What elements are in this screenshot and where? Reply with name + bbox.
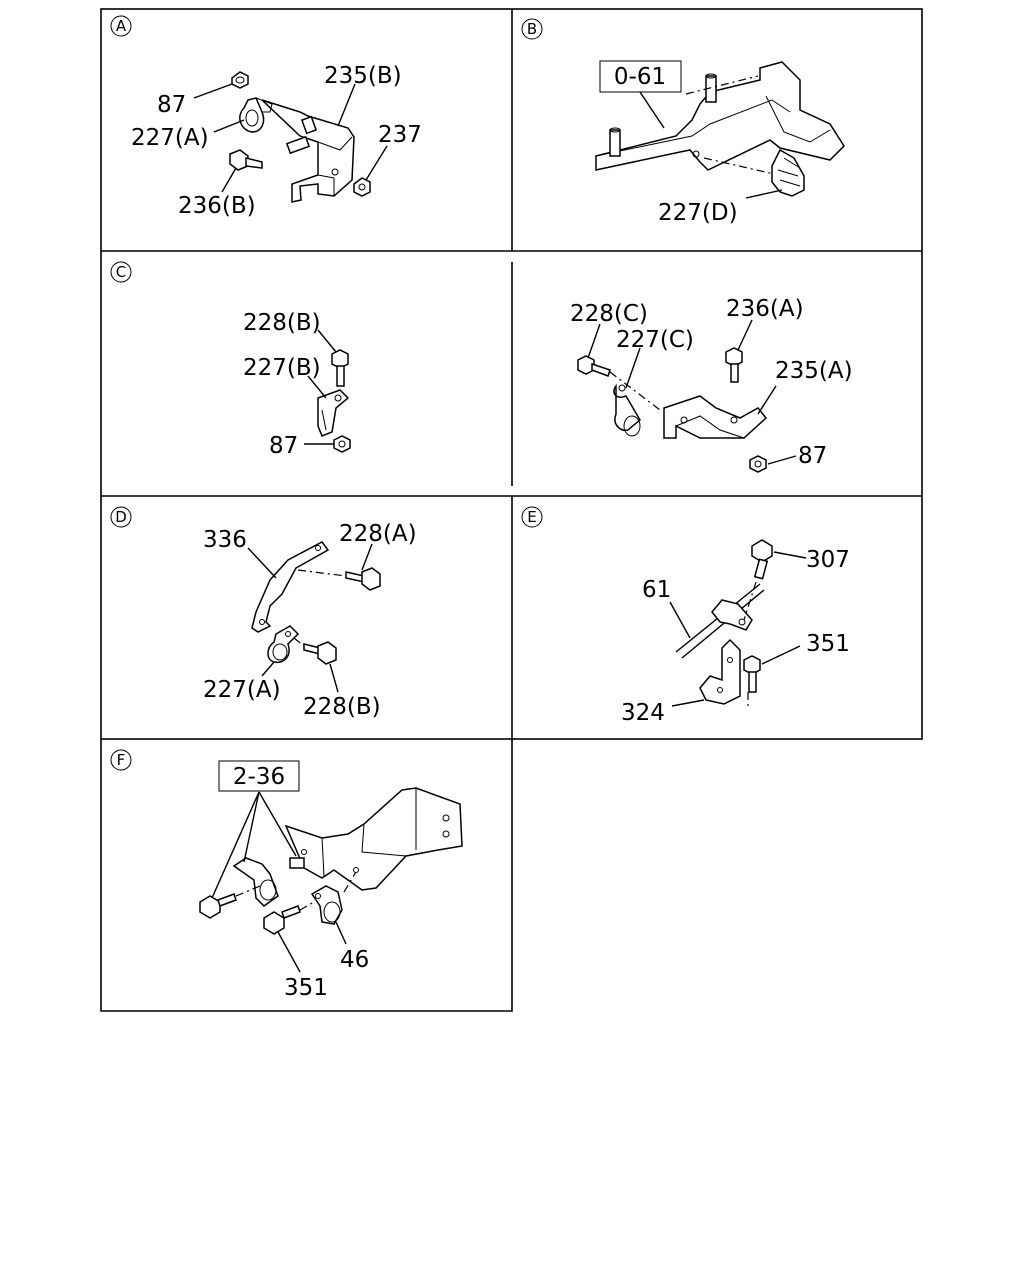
bracket-drawing bbox=[251, 541, 330, 633]
frame-bracket-drawing bbox=[595, 61, 845, 171]
callout-324: 324 bbox=[621, 700, 665, 726]
panel-a: A bbox=[110, 15, 422, 219]
callout-237: 237 bbox=[378, 122, 422, 148]
clamp-drawing bbox=[711, 599, 753, 631]
panel-c: C 228(B) 227(B) 87 bbox=[110, 261, 351, 459]
bolt-drawing bbox=[345, 567, 381, 591]
nut-drawing-2 bbox=[353, 177, 371, 197]
panel-marker-e: E bbox=[527, 508, 536, 526]
ref-box-label: 2-36 bbox=[233, 764, 285, 790]
bolt-drawing bbox=[331, 349, 349, 387]
clip-drawing bbox=[239, 97, 273, 133]
panel-marker-circle bbox=[110, 261, 132, 283]
callout-236a: 236(A) bbox=[726, 296, 804, 322]
callout-87: 87 bbox=[269, 433, 298, 459]
bolt-drawing bbox=[199, 893, 237, 919]
panel-marker-c: C bbox=[116, 263, 126, 281]
callout-235b: 235(B) bbox=[324, 63, 402, 89]
panel-marker-a: A bbox=[116, 17, 127, 35]
callout-87: 87 bbox=[157, 92, 186, 118]
bracket-drawing bbox=[699, 638, 741, 705]
callout-351: 351 bbox=[284, 975, 328, 1001]
panel-marker-circle bbox=[110, 15, 132, 37]
clip-drawing bbox=[771, 148, 805, 197]
bolt-drawing bbox=[229, 149, 263, 171]
panel-b: B 0-61 227(D) bbox=[521, 18, 845, 226]
nut-drawing bbox=[749, 455, 767, 473]
panel-marker-circle bbox=[521, 506, 543, 528]
bracket-drawing bbox=[261, 99, 355, 203]
panel-marker-circle bbox=[110, 749, 132, 771]
callout-227b: 227(B) bbox=[243, 355, 321, 381]
panel-d: D 336 228(A) 227(A) 228(B) bbox=[110, 506, 417, 720]
clip-drawing bbox=[267, 625, 300, 664]
callout-227c: 227(C) bbox=[616, 327, 694, 353]
callout-227d: 227(D) bbox=[658, 200, 738, 226]
callout-228b: 228(B) bbox=[243, 310, 321, 336]
panel-f: F 2-36 bbox=[110, 749, 463, 1001]
clip-drawing-2 bbox=[310, 885, 343, 925]
bolt-drawing-2 bbox=[303, 641, 337, 665]
panel-e: E 307 61 351 324 bbox=[521, 506, 850, 726]
callout-227a: 227(A) bbox=[203, 677, 281, 703]
nut-drawing bbox=[333, 435, 351, 453]
callout-236b: 236(B) bbox=[178, 193, 256, 219]
callout-61: 61 bbox=[642, 577, 671, 603]
callout-228a: 228(A) bbox=[339, 521, 417, 547]
clip-drawing bbox=[317, 389, 350, 437]
callout-307: 307 bbox=[806, 547, 850, 573]
bracket-drawing bbox=[284, 787, 463, 891]
bolt-drawing-2 bbox=[743, 655, 761, 693]
panel-grid bbox=[100, 8, 923, 1012]
panel-marker-circle bbox=[521, 18, 543, 40]
callout-227a: 227(A) bbox=[131, 125, 209, 151]
callout-87: 87 bbox=[798, 443, 827, 469]
ref-box bbox=[218, 760, 300, 792]
callout-228c: 228(C) bbox=[570, 301, 648, 327]
bolt-drawing bbox=[751, 539, 773, 580]
callout-235a: 235(A) bbox=[775, 358, 853, 384]
ref-box-label: 0-61 bbox=[614, 64, 666, 90]
panel-c-right: 228(C) 227(C) 236(A) 235(A) 87 bbox=[570, 296, 853, 473]
callout-336: 336 bbox=[203, 527, 247, 553]
bolt-drawing-2 bbox=[725, 347, 743, 383]
bolt-drawing bbox=[577, 355, 611, 377]
callout-228b: 228(B) bbox=[303, 694, 381, 720]
callout-351: 351 bbox=[806, 631, 850, 657]
panel-marker-b: B bbox=[527, 20, 537, 38]
bracket-drawing bbox=[663, 395, 768, 439]
bolt-drawing-2 bbox=[263, 905, 301, 935]
nut-drawing bbox=[231, 71, 249, 89]
panel-marker-circle bbox=[110, 506, 132, 528]
callout-46: 46 bbox=[340, 947, 369, 973]
panel-marker-f: F bbox=[117, 751, 126, 769]
clip-drawing bbox=[232, 857, 279, 907]
panel-marker-d: D bbox=[115, 508, 127, 526]
clip-drawing bbox=[613, 383, 641, 437]
